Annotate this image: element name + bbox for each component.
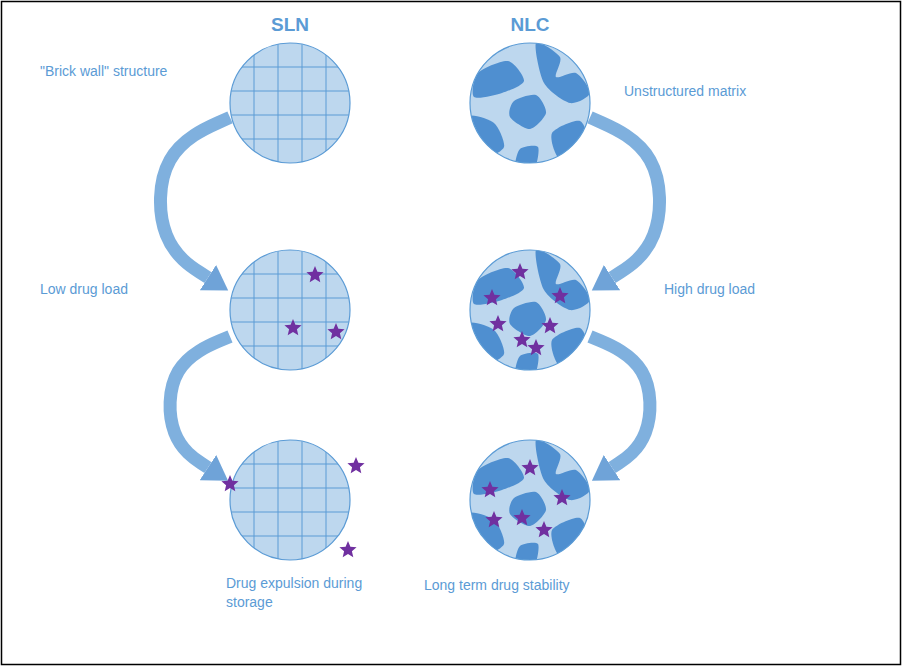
liquid-domain — [509, 492, 546, 526]
lattice-line — [326, 440, 327, 560]
particle-label: "Brick wall" structure — [40, 62, 210, 81]
drug-star — [481, 481, 498, 497]
lattice-line — [278, 250, 279, 370]
drug-star — [551, 287, 568, 303]
liquid-domain — [551, 121, 588, 160]
particle-fill — [230, 440, 350, 560]
lattice-line — [278, 440, 279, 560]
lattice-line — [230, 298, 350, 299]
drug-star — [511, 263, 528, 279]
liquid-domain — [551, 328, 588, 367]
drug-star — [327, 323, 344, 339]
drug-star — [553, 489, 570, 505]
particle-drawing — [470, 440, 590, 560]
lattice-line — [230, 488, 350, 489]
particle-node: SLN"Brick wall" structure — [230, 43, 350, 163]
lattice-line — [326, 43, 327, 163]
particle-outline — [230, 43, 350, 163]
lattice-line — [230, 346, 350, 347]
particle-label: Long term drug stability — [424, 576, 624, 595]
particle-heading: NLC — [490, 12, 570, 38]
lattice-line — [254, 43, 255, 163]
lattice-line — [230, 322, 350, 323]
lattice-line — [230, 139, 350, 140]
drug-star — [485, 511, 502, 527]
lattice-line — [254, 250, 255, 370]
lattice-line — [230, 115, 350, 116]
particle-outline — [470, 440, 590, 560]
curved-arrow — [590, 336, 650, 467]
particle-node: NLCUnstructured matrix — [470, 43, 590, 163]
drug-star — [513, 331, 530, 347]
drug-star — [513, 509, 530, 525]
particle-node: Long term drug stability — [470, 440, 590, 560]
liquid-domain — [473, 61, 524, 98]
lattice-line — [230, 512, 350, 513]
drug-star — [521, 459, 538, 475]
particle-drawing — [230, 250, 350, 370]
particle-node: Drug expulsion during storage — [230, 440, 350, 560]
particle-fill — [230, 250, 350, 370]
curved-arrow — [170, 336, 230, 467]
drug-star — [527, 339, 544, 355]
drug-star — [347, 457, 364, 473]
particle-outline — [230, 440, 350, 560]
particle-label: Low drug load — [40, 280, 160, 299]
curved-arrow — [160, 117, 230, 277]
lattice-line — [254, 440, 255, 560]
drug-star — [306, 266, 323, 282]
drug-star — [339, 541, 356, 557]
liquid-domain — [473, 458, 524, 495]
lattice-line — [230, 67, 350, 68]
liquid-domain — [515, 353, 538, 378]
particle-node: Low drug load — [230, 250, 350, 370]
particle-drawing — [230, 43, 350, 163]
drug-star — [489, 315, 506, 331]
particle-drawing — [470, 43, 590, 163]
drug-star — [483, 289, 500, 305]
lattice-line — [230, 536, 350, 537]
drug-star — [535, 521, 552, 537]
particle-outline — [470, 250, 590, 370]
liquid-domain — [509, 302, 546, 336]
particle-label: High drug load — [664, 280, 794, 299]
drug-star — [221, 475, 238, 491]
liquid-domain — [515, 146, 538, 171]
particle-heading: SLN — [250, 12, 330, 38]
particle-node: High drug load — [470, 250, 590, 370]
particle-label: Unstructured matrix — [624, 82, 784, 101]
lattice-line — [278, 43, 279, 163]
lattice-line — [326, 250, 327, 370]
particle-fill — [230, 43, 350, 163]
lattice-line — [302, 43, 303, 163]
lattice-line — [230, 91, 350, 92]
liquid-domain — [509, 95, 546, 129]
liquid-domain — [551, 518, 588, 557]
particle-label: Drug expulsion during storage — [226, 574, 376, 612]
lattice-line — [302, 250, 303, 370]
particle-drawing — [230, 440, 350, 560]
lattice-line — [302, 440, 303, 560]
drug-star — [541, 317, 558, 333]
particle-drawing — [470, 250, 590, 370]
particle-outline — [470, 43, 590, 163]
particle-outline — [230, 250, 350, 370]
lattice-line — [230, 274, 350, 275]
curved-arrow — [590, 117, 660, 277]
liquid-domain — [515, 543, 538, 568]
drug-star — [284, 319, 301, 335]
lattice-line — [230, 464, 350, 465]
